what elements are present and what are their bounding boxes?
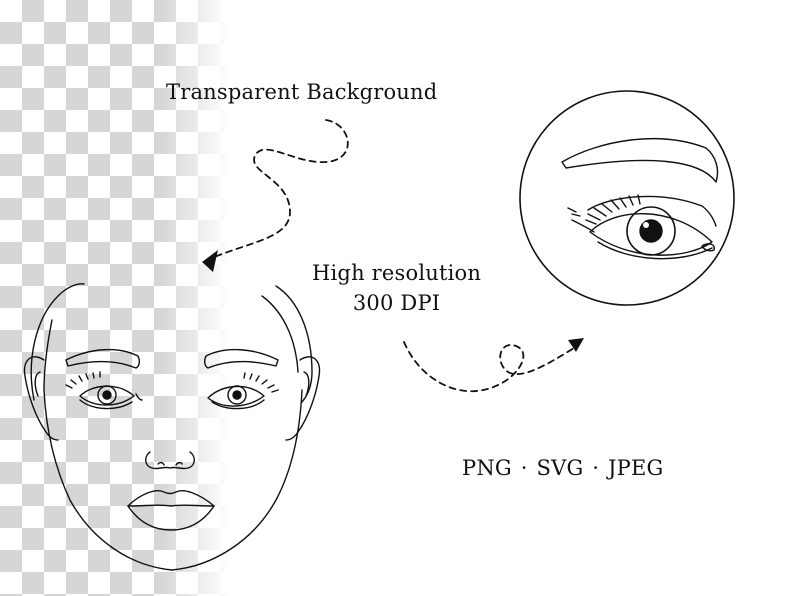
closeup-eyebrow [561, 138, 719, 183]
hair-outline [30, 283, 85, 401]
face-drawing [23, 283, 321, 571]
dpi-line: 300 DPI [352, 291, 441, 315]
transparent-checkerboard [0, 0, 230, 596]
high-resolution-line: High resolution [312, 261, 482, 285]
magnifier-circle [519, 90, 735, 306]
high-resolution-label: High resolution 300 DPI [312, 258, 481, 318]
arrow-to-closeup [403, 341, 575, 393]
right-ear [285, 356, 321, 441]
arrowhead-closeup [568, 338, 584, 352]
right-eye [207, 385, 265, 407]
left-ear [23, 356, 59, 441]
right-eyebrow [203, 348, 279, 369]
arrow-to-face [211, 119, 349, 259]
arrowhead-face [202, 250, 218, 272]
left-eye [79, 385, 135, 406]
lips [127, 490, 215, 507]
dashed-arrows [211, 119, 575, 393]
file-formats-label: PNG · SVG · JPEG [462, 456, 664, 480]
left-eyebrow [65, 348, 141, 369]
face-outline [43, 389, 303, 571]
transparent-background-label: Transparent Background [166, 80, 438, 104]
closeup-eye [589, 213, 713, 256]
nose [145, 451, 195, 470]
eye-closeup [519, 90, 735, 306]
